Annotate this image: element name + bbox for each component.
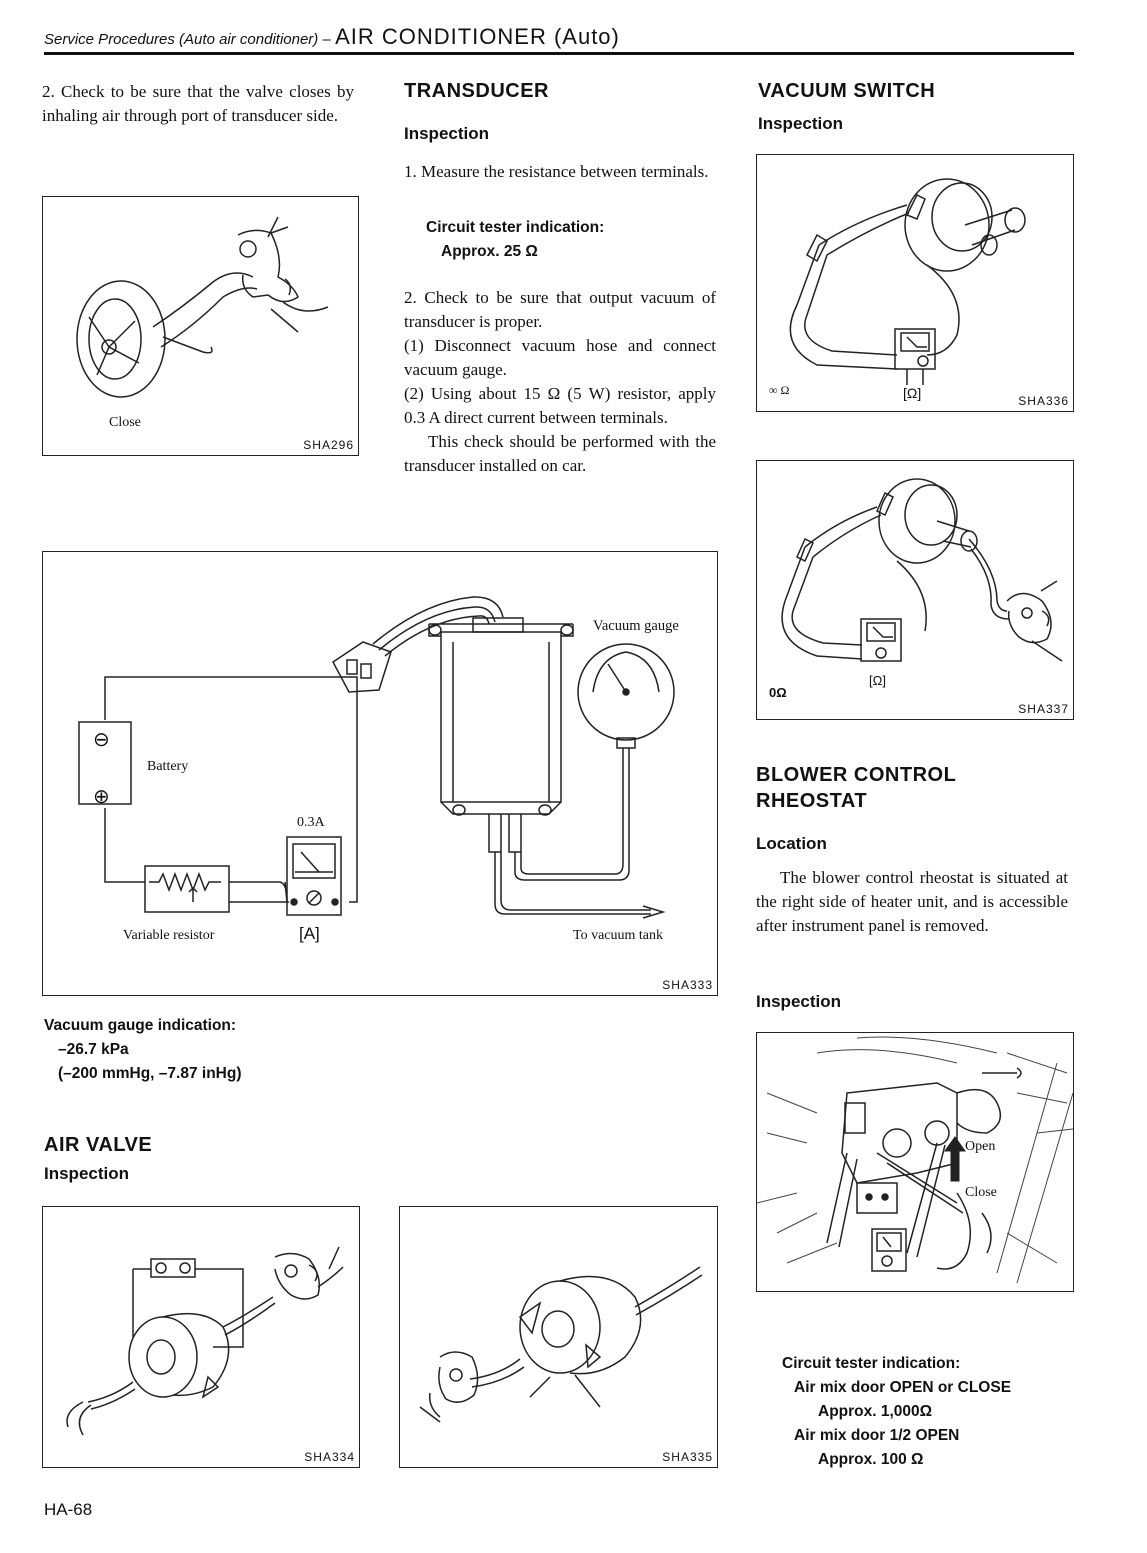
- figure-code-sha334: SHA334: [304, 1450, 355, 1464]
- battery-plus-icon: ⊕: [93, 786, 110, 808]
- meter-range-ohm: [Ω]: [903, 385, 922, 401]
- figure-code-sha296: SHA296: [303, 438, 354, 452]
- vacuum-spec-value2: (–200 mmHg, –7.87 inHg): [58, 1065, 242, 1082]
- page-number: HA-68: [44, 1500, 93, 1519]
- transducer-step2-2: (2) Using about 15 Ω (5 W) resistor, app…: [404, 384, 716, 427]
- transducer-note: This check should be performed with the …: [404, 432, 716, 475]
- figure-sha334: SHA334: [42, 1206, 360, 1468]
- transducer-spec-value: Approx. 25 Ω: [441, 243, 538, 260]
- label-close: Close: [965, 1185, 997, 1200]
- transducer-step2-1: (1) Disconnect vacuum hose and connect v…: [404, 336, 716, 379]
- transducer-inspection-title: Inspection: [404, 124, 490, 143]
- blower-location-text: The blower control rheostat is situated …: [756, 868, 1068, 935]
- battery-minus-icon: ⊖: [93, 729, 110, 751]
- page-header: Service Procedures (Auto air conditioner…: [44, 24, 620, 50]
- valve-step-text: 2. Check to be sure that the valve close…: [42, 82, 354, 125]
- figure-code-sha336: SHA336: [1018, 394, 1069, 408]
- figure-sha337: 0Ω [Ω] SHA337: [756, 460, 1074, 720]
- vacuum-switch-inspection-title: Inspection: [758, 114, 844, 133]
- vacuum-spec-label: Vacuum gauge indication:: [44, 1017, 237, 1034]
- reading-infinite-ohm: ∞ Ω: [769, 383, 790, 397]
- figure-blower-rheostat: Open Close: [756, 1032, 1074, 1292]
- transducer-test-circuit: [43, 552, 717, 995]
- transducer-step1: 1. Measure the resistance between termin…: [404, 162, 709, 181]
- figure-label-close: Close: [109, 415, 141, 430]
- blower-location-title: Location: [756, 834, 827, 853]
- blower-spec-line4: Approx. 100 Ω: [818, 1451, 924, 1468]
- transducer-step2: 2. Check to be sure that output vacuum o…: [404, 288, 716, 331]
- figure-sha336: ∞ Ω [Ω] SHA336: [756, 154, 1074, 412]
- vacuum-switch-closed-illustration: [757, 461, 1073, 719]
- figure-sha296: Close SHA296: [42, 196, 359, 456]
- blower-spec-line1: Air mix door OPEN or CLOSE: [794, 1379, 1012, 1396]
- air-valve-inhale-illustration: [400, 1207, 717, 1467]
- transducer-title: TRANSDUCER: [404, 80, 549, 102]
- blower-spec-line2: Approx. 1,000Ω: [818, 1403, 933, 1420]
- header-title: AIR CONDITIONER (Auto): [335, 24, 620, 49]
- vacuum-switch-open-illustration: [757, 155, 1073, 411]
- blower-title-line2: RHEOSTAT: [756, 790, 868, 812]
- label-ammeter: [A]: [299, 924, 320, 943]
- vacuum-spec-value1: –26.7 kPa: [58, 1041, 129, 1058]
- figure-code-sha337: SHA337: [1018, 702, 1069, 716]
- blower-inspection-title: Inspection: [756, 992, 842, 1011]
- blower-spec-line3: Air mix door 1/2 OPEN: [794, 1427, 960, 1444]
- valve-inhale-illustration: [43, 197, 358, 455]
- figure-code-sha333: SHA333: [662, 978, 713, 992]
- blower-spec-label: Circuit tester indication:: [782, 1355, 961, 1372]
- transducer-step2-block: 2. Check to be sure that output vacuum o…: [404, 286, 716, 478]
- air-valve-title: AIR VALVE: [44, 1134, 153, 1156]
- label-current: 0.3A: [297, 815, 325, 830]
- label-battery: Battery: [147, 759, 189, 774]
- label-vacuum-gauge: Vacuum gauge: [593, 618, 679, 634]
- reading-zero-ohm: 0Ω: [769, 685, 787, 700]
- label-to-vacuum-tank: To vacuum tank: [573, 928, 663, 943]
- air-valve-tester-illustration: [43, 1207, 359, 1467]
- figure-sha333: Vacuum gauge ⊖ ⊕ Battery 0.3A Variable r…: [42, 551, 718, 996]
- transducer-spec-label: Circuit tester indication:: [426, 219, 605, 236]
- header-rule: [44, 52, 1074, 55]
- header-section: Service Procedures (Auto air conditioner…: [44, 31, 331, 48]
- blower-title: BLOWER CONTROL RHEOSTAT: [756, 762, 956, 814]
- label-open: Open: [965, 1139, 996, 1154]
- blower-title-line1: BLOWER CONTROL: [756, 764, 957, 786]
- blower-rheostat-illustration: [757, 1033, 1073, 1291]
- label-variable-resistor: Variable resistor: [123, 928, 215, 943]
- meter-range-ohm-2: [Ω]: [869, 673, 886, 688]
- figure-code-sha335: SHA335: [662, 1450, 713, 1464]
- vacuum-switch-title: VACUUM SWITCH: [758, 80, 936, 102]
- figure-sha335: SHA335: [399, 1206, 718, 1468]
- air-valve-inspection-title: Inspection: [44, 1164, 130, 1183]
